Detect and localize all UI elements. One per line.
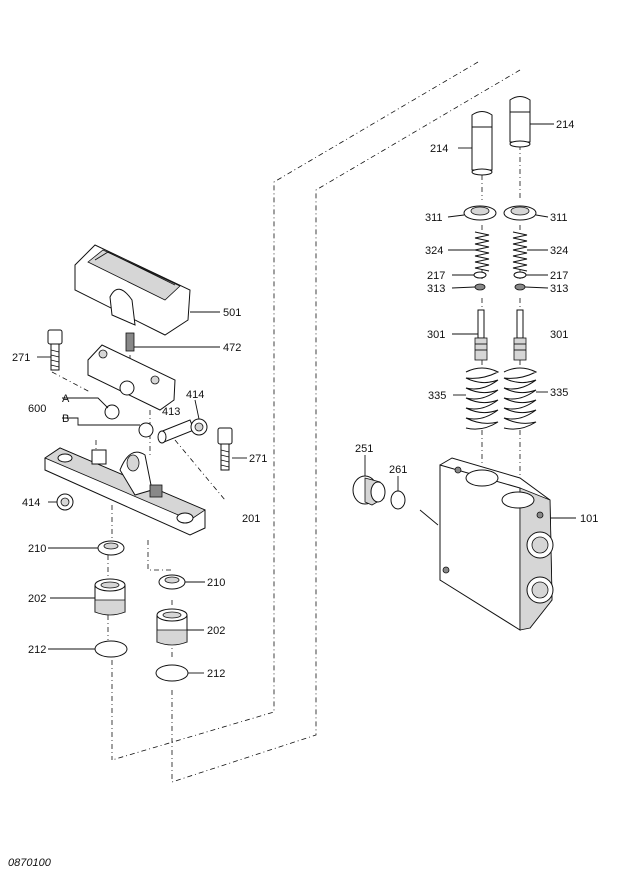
label-214: 214 [556, 119, 574, 131]
nut-210-right [158, 574, 186, 590]
label-217: 217 [427, 270, 445, 282]
collar-414-upper [190, 418, 208, 436]
label-202: 202 [28, 593, 46, 605]
ball-A-B [104, 404, 154, 438]
label-311: 311 [425, 212, 443, 224]
oring-261 [390, 490, 406, 510]
label-600: 600 [28, 403, 46, 415]
casing-101 [439, 457, 554, 631]
label-311: 311 [550, 212, 568, 224]
spring-324-right [512, 231, 528, 272]
label-414: 414 [22, 497, 40, 509]
label-472: 472 [223, 342, 241, 354]
washer-217-313 [473, 271, 527, 291]
collar-414-lower [56, 493, 74, 511]
label-212: 212 [28, 644, 46, 656]
label-414: 414 [186, 389, 204, 401]
label-214: 214 [430, 143, 448, 155]
label-261: 261 [389, 464, 407, 476]
label-251: 251 [355, 443, 373, 455]
label-313: 313 [550, 283, 568, 295]
label-A: A [62, 393, 70, 405]
label-301: 301 [550, 329, 568, 341]
spool-301-right [513, 309, 527, 361]
label-271: 271 [12, 352, 30, 364]
frame-lines [51, 61, 521, 783]
bushing-202-left [94, 578, 126, 616]
seal-311-left [463, 205, 497, 221]
leader-lines [37, 123, 576, 674]
part-labels: 214 214 311 311 324 324 217 217 313 313 … [12, 119, 598, 680]
nut-210-left [97, 540, 125, 556]
pusher-214-right [509, 96, 531, 148]
bolt-271-right [217, 427, 233, 471]
label-301: 301 [427, 329, 445, 341]
spring-324-left [474, 231, 490, 272]
seal-311-right [503, 205, 537, 221]
spring-335-right [503, 367, 538, 430]
label-324: 324 [425, 245, 443, 257]
label-335: 335 [428, 390, 446, 402]
oring-212-right [155, 664, 189, 682]
label-101: 101 [580, 513, 598, 525]
label-B: B [62, 413, 69, 425]
spool-301-left [474, 309, 488, 361]
label-324: 324 [550, 245, 568, 257]
plate-201 [44, 447, 206, 536]
bushing-202-right [156, 608, 188, 646]
label-210: 210 [28, 543, 46, 555]
cover-501 [74, 244, 191, 336]
label-201: 201 [242, 513, 260, 525]
label-210: 210 [207, 577, 225, 589]
label-335: 335 [550, 387, 568, 399]
plug-251 [352, 475, 386, 506]
plate-472 [87, 332, 176, 411]
oring-212-left [94, 640, 128, 658]
label-271: 271 [249, 453, 267, 465]
pin-413 [157, 419, 195, 444]
label-413: 413 [162, 406, 180, 418]
label-313: 313 [427, 283, 445, 295]
label-212: 212 [207, 668, 225, 680]
pusher-214-left [471, 111, 493, 176]
label-501: 501 [223, 307, 241, 319]
label-202: 202 [207, 625, 225, 637]
spring-335-left [465, 367, 500, 430]
label-217: 217 [550, 270, 568, 282]
drawing-code: 0870100 [8, 857, 52, 869]
bolt-271-left [47, 329, 63, 371]
